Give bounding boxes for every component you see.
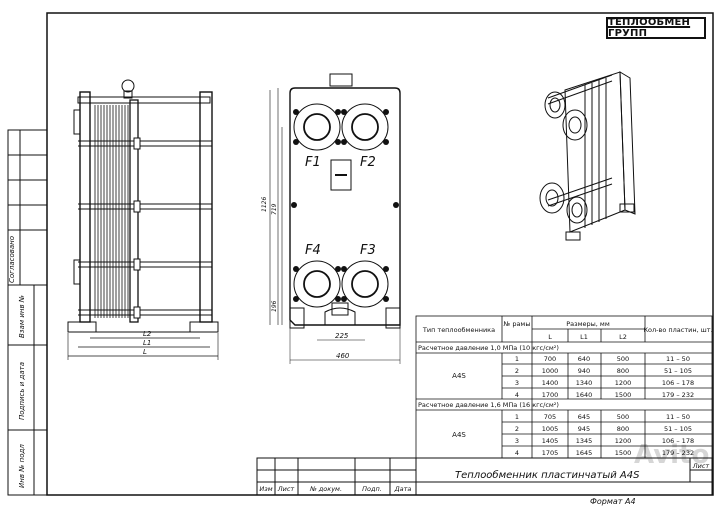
table-cell: 11 – 50 (666, 413, 690, 421)
title-block (256, 457, 713, 496)
table-cell: 645 (578, 413, 590, 421)
table-cell: 2 (515, 367, 519, 375)
table-cell: 800 (617, 425, 629, 433)
table-cell: 1700 (542, 391, 559, 399)
table-cell: 800 (617, 367, 629, 375)
type-a4s-2: А4S (452, 431, 466, 439)
table-cell: 4 (515, 391, 519, 399)
table-cell: 500 (617, 355, 629, 363)
th-frame-no: № рамы (503, 320, 531, 328)
stamp-agreed: Согласовано (8, 236, 16, 283)
table-cell: 700 (544, 355, 556, 363)
table-cell: 1000 (542, 367, 559, 375)
table-cell: 945 (578, 425, 590, 433)
table-cell: 640 (578, 355, 590, 363)
format-label: Формат А4 (590, 497, 636, 506)
stamp-inv-orig: Инв № подл (18, 444, 26, 488)
table-cell: 1200 (615, 379, 632, 387)
stamp-swap-inv: Взам инв № (18, 295, 26, 338)
table-cell: 1500 (615, 449, 632, 457)
th-L: L (548, 333, 552, 341)
table-cell: 1 (515, 355, 519, 363)
th-type: Тип теплообменника (422, 326, 495, 334)
table-cell: 3 (515, 379, 519, 387)
table-cell: 940 (578, 367, 590, 375)
dim-total-height: 1126 (261, 197, 268, 212)
table-cell: 179 – 232 (662, 391, 694, 399)
table-cell: 1005 (542, 425, 559, 433)
sheet-label: Лист (692, 462, 710, 470)
dim-L: L (143, 348, 147, 356)
table-cell: 1345 (576, 437, 593, 445)
dim-port-spacing: 225 (335, 332, 349, 340)
table-cell: 1405 (542, 437, 559, 445)
tb-doc-no: № докум. (309, 485, 342, 493)
dim-bottom-offset: 196 (271, 300, 278, 312)
dim-port-distance: 719 (271, 203, 278, 215)
table-cell: 1500 (615, 391, 632, 399)
tb-izm: Изм (259, 485, 272, 493)
port-F4: F4 (305, 243, 321, 258)
port-F3: F3 (360, 243, 376, 258)
table-cell: 1400 (542, 379, 559, 387)
th-L2: L2 (619, 333, 627, 341)
dim-L1: L1 (143, 339, 151, 347)
isometric-view (539, 71, 636, 241)
table-cell: 1340 (576, 379, 593, 387)
port-F1: F1 (305, 155, 321, 170)
port-F2: F2 (360, 155, 376, 170)
table-cell: 51 – 105 (664, 367, 692, 375)
tb-date: Дата (394, 485, 412, 493)
table-cell: 705 (544, 413, 556, 421)
table-cell: 1 (515, 413, 519, 421)
watermark: Avito (634, 440, 710, 470)
table-cell: 2 (515, 425, 519, 433)
table-cell: 106 – 178 (662, 437, 694, 445)
table-cell: 51 – 105 (664, 425, 692, 433)
tb-sign: Подп. (362, 485, 382, 493)
type-a4s-1: А4S (452, 372, 466, 380)
spec-table (415, 315, 713, 459)
table-cell: 500 (617, 413, 629, 421)
table-cell: 11 – 50 (666, 355, 690, 363)
table-cell: 179 – 232 (662, 449, 694, 457)
table-cell: 3 (515, 437, 519, 445)
table-cell: 106 – 178 (662, 379, 694, 387)
product-title: Теплообменник пластинчатый А4S (455, 469, 640, 481)
table-cell: 1705 (542, 449, 559, 457)
front-view (269, 73, 401, 364)
stamp-sign-date: Подпись и дата (18, 362, 26, 420)
side-view (67, 79, 219, 360)
tb-list: Лист (277, 485, 295, 493)
side-stamp (7, 129, 48, 496)
company-logo: ТЕПЛООБМЕН ГРУПП (606, 17, 706, 39)
table-cell: 1200 (615, 437, 632, 445)
table-cell: 1645 (576, 449, 593, 457)
sheet-frame (46, 12, 714, 496)
table-cell: 4 (515, 449, 519, 457)
dim-L2: L2 (143, 330, 152, 338)
section-1-0-mpa: Расчетное давление 1,0 МПа (10 кгс/см²) (418, 344, 559, 352)
dim-width: 460 (336, 352, 350, 360)
th-sizes: Размеры, мм (566, 320, 610, 328)
th-L1: L1 (580, 333, 588, 341)
section-1-6-mpa: Расчетное давление 1,6 МПа (16 кгс/см²) (418, 401, 559, 409)
table-cell: 1640 (576, 391, 593, 399)
th-plates: Кол-во пластин, шт. (643, 326, 712, 334)
